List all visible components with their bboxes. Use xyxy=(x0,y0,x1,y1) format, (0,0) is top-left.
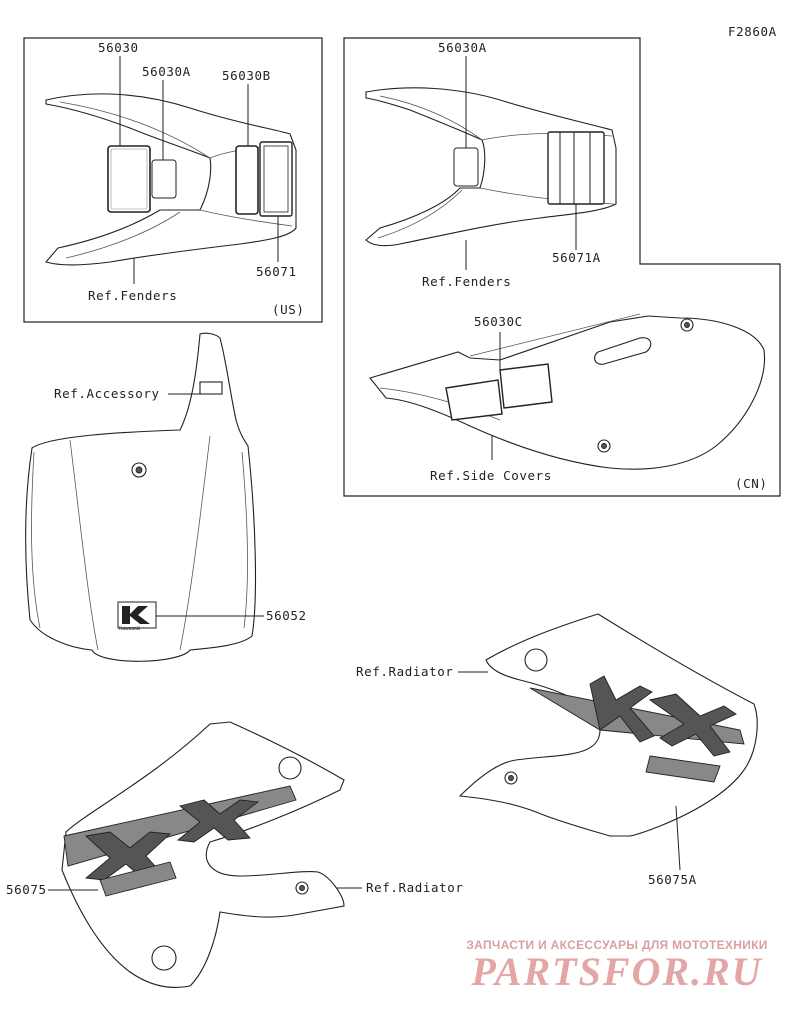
callout-56030c: 56030C xyxy=(474,314,523,329)
callout-56030b: 56030B xyxy=(222,68,271,83)
side-cover-drawing xyxy=(369,313,766,470)
figure-code: F2860A xyxy=(728,24,777,39)
decal-56030 xyxy=(107,145,151,213)
watermark: ЗАПЧАСТИ И АКСЕССУАРЫ ДЛЯ МОТОТЕХНИКИ PA… xyxy=(452,938,782,992)
us-fender-panel: 56030 56030A 56030B 56071 Ref.Fenders (U… xyxy=(23,37,323,323)
right-radiator-shroud-drawing xyxy=(458,613,758,837)
decal-56071a xyxy=(547,131,605,205)
cn-panel-frame xyxy=(343,37,781,497)
kx-graphic-left xyxy=(63,785,297,897)
callout-56071: 56071 xyxy=(256,264,297,279)
watermark-tagline: ЗАПЧАСТИ И АКСЕССУАРЫ ДЛЯ МОТОТЕХНИКИ xyxy=(466,938,768,952)
kawasaki-logo-text: Kawasaki xyxy=(119,626,140,632)
left-radiator-shroud-drawing xyxy=(61,721,345,989)
front-number-plate-drawing: Kawasaki xyxy=(25,332,257,662)
region-cn: (CN) xyxy=(735,476,768,491)
kx-graphic-right xyxy=(529,675,745,783)
callout-56075: 56075 xyxy=(6,882,47,897)
decal-56030a-us xyxy=(151,159,177,199)
decal-56030b xyxy=(235,145,259,215)
us-panel-frame xyxy=(23,37,323,323)
decal-56052: Kawasaki xyxy=(117,601,157,632)
cn-panel: 56030A 56071A Ref.Fenders 56030C Ref.Sid… xyxy=(343,37,781,497)
ref-radiator-left: Ref.Radiator xyxy=(366,880,464,895)
ref-accessory: Ref.Accessory xyxy=(54,386,160,401)
ref-fenders-us: Ref.Fenders xyxy=(88,288,177,303)
callout-56075a: 56075A xyxy=(648,872,697,887)
ref-radiator-right: Ref.Radiator xyxy=(356,664,454,679)
ref-side-covers: Ref.Side Covers xyxy=(430,468,552,483)
callout-56052: 56052 xyxy=(266,608,307,623)
decal-56071 xyxy=(259,141,293,217)
callout-56030a-us: 56030A xyxy=(142,64,191,79)
callout-56071a: 56071A xyxy=(552,250,601,265)
decal-56030a-cn xyxy=(453,147,479,187)
callout-56030a-cn: 56030A xyxy=(438,40,487,55)
watermark-logo: PARTSFOR.RU xyxy=(471,949,763,994)
decal-56030c xyxy=(445,363,553,421)
region-us: (US) xyxy=(272,302,305,317)
ref-fenders-cn: Ref.Fenders xyxy=(422,274,511,289)
callout-56030: 56030 xyxy=(98,40,139,55)
